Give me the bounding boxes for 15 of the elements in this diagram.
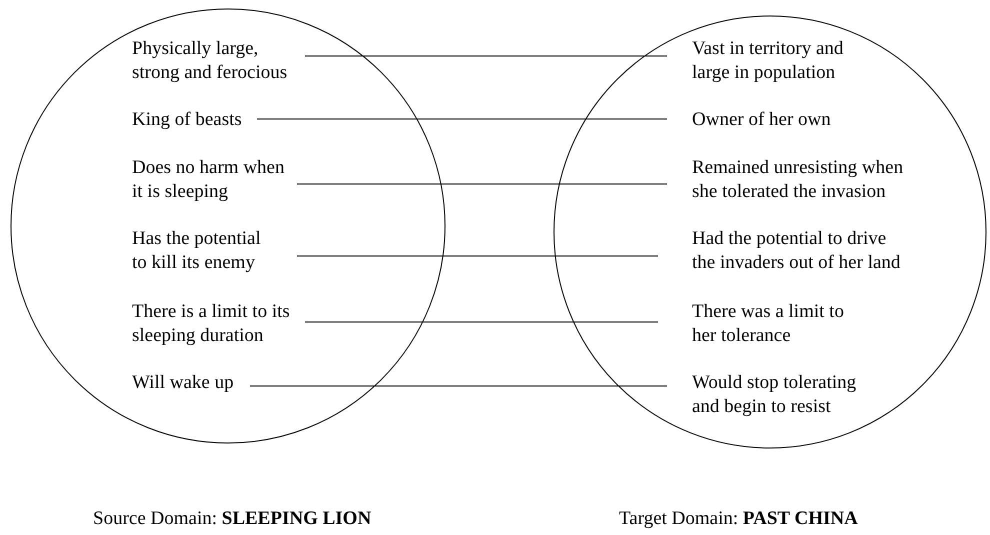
attribute-text: Owner of her own <box>667 108 892 132</box>
attribute-text: Had the potential to drive the invaders out of her land <box>658 227 918 275</box>
attribute-text: Would stop tolerating and begin to resist <box>667 371 882 419</box>
mapping-line <box>256 118 668 120</box>
domain-caption: Source Domain: SLEEPING LION <box>93 507 372 531</box>
attribute-text: Has the potential to kill its enemy <box>132 227 297 275</box>
attribute-text: There is a limit to its sleeping duration <box>132 300 305 348</box>
attribute-text: Vast in territory and large in population <box>667 37 872 85</box>
attribute-text: Does no harm when it is sleeping <box>132 156 297 204</box>
attribute-text: Will wake up <box>132 371 250 395</box>
attribute-text: King of beasts <box>132 108 257 132</box>
attribute-text: Remained unresisting when she tolerated the invasion <box>667 156 917 204</box>
attribute-text: There was a limit to her tolerance <box>658 300 878 348</box>
domain-caption: Target Domain: PAST CHINA <box>619 507 858 531</box>
attribute-text: Physically large, strong and ferocious <box>132 37 305 85</box>
